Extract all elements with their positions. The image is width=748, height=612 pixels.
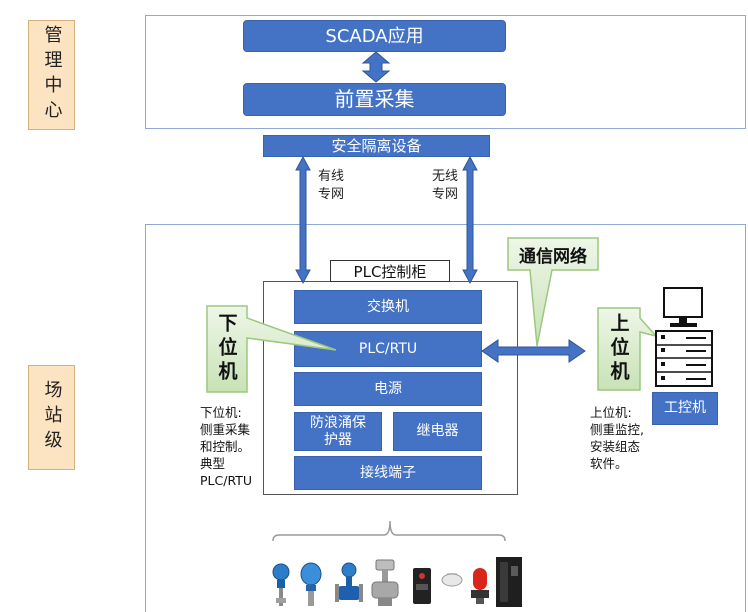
surge-protector-line1: 防浪涌保 [310, 414, 366, 431]
power-box: 电源 [294, 372, 482, 406]
scada-app-box: SCADA应用 [243, 20, 506, 52]
terminal-block-box: 接线端子 [294, 456, 482, 490]
front-acquisition-box: 前置采集 [243, 83, 506, 116]
wireless-network-label: 无线 专网 [432, 168, 458, 204]
switch-label: 交换机 [367, 298, 409, 315]
management-center-frame [145, 15, 746, 129]
surge-protector-line2: 护器 [324, 431, 352, 448]
wireless-line2: 专网 [432, 187, 459, 202]
network-callout-text: 通信网络 [519, 246, 587, 267]
upper-note-line: 软件。 [590, 456, 628, 471]
isolation-device-label: 安全隔离设备 [331, 136, 422, 155]
upper-computer-note: 上位机: 侧重监控, 安装组态 软件。 [590, 404, 644, 472]
scada-app-label: SCADA应用 [325, 25, 424, 47]
terminal-block-label: 接线端子 [360, 464, 416, 481]
plc-rtu-box: PLC/RTU [294, 331, 482, 367]
relay-box: 继电器 [393, 412, 482, 451]
switch-box: 交换机 [294, 290, 482, 324]
upper-note-line: 上位机: [590, 405, 632, 420]
lower-note-line: PLC/RTU [200, 473, 253, 488]
station-tier-label: 场站级 [28, 365, 75, 470]
management-center-tier-label: 管理中心 [28, 20, 75, 130]
lower-computer-note: 下位机: 侧重采集 和控制。 典型 PLC/RTU [200, 404, 252, 489]
plc-cabinet-title-text: PLC控制柜 [353, 262, 427, 281]
upper-computer-callout: 上位机 [598, 308, 640, 390]
lower-note-line: 侧重采集 [200, 422, 251, 437]
surge-protector-box: 防浪涌保 护器 [294, 412, 382, 451]
lower-note-line: 典型 [200, 456, 226, 471]
upper-note-line: 安装组态 [590, 439, 641, 454]
lower-note-line: 下位机: [200, 405, 242, 420]
upper-note-line: 侧重监控, [590, 422, 644, 437]
industrial-pc-box: 工控机 [652, 392, 718, 425]
power-label: 电源 [374, 380, 402, 397]
plc-cabinet-title: PLC控制柜 [330, 260, 450, 282]
plc-rtu-label: PLC/RTU [358, 340, 418, 357]
upper-computer-callout-text: 上位机 [607, 313, 630, 385]
relay-label: 继电器 [416, 423, 459, 439]
station-tier-text: 场站级 [41, 380, 63, 455]
isolation-device-box: 安全隔离设备 [263, 135, 490, 157]
network-callout: 通信网络 [508, 238, 598, 270]
front-acquisition-label: 前置采集 [334, 87, 415, 111]
wired-network-label: 有线 专网 [318, 168, 344, 204]
lower-note-line: 和控制。 [200, 439, 251, 454]
station-frame [145, 224, 746, 612]
lower-computer-callout: 下位机 [207, 306, 247, 392]
management-center-text: 管理中心 [41, 25, 63, 125]
lower-computer-callout-text: 下位机 [215, 313, 238, 385]
wireless-line1: 无线 [432, 169, 459, 184]
wired-line1: 有线 [318, 169, 345, 184]
wired-line2: 专网 [318, 187, 345, 202]
industrial-pc-label: 工控机 [664, 400, 706, 416]
